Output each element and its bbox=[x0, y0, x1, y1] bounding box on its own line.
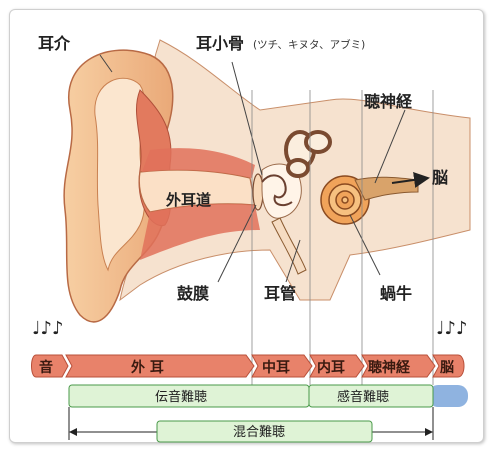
band-label-nerve: 聴神経 bbox=[368, 359, 411, 376]
sensorineural-blue-tail bbox=[428, 385, 468, 407]
band-label-sound: 音 bbox=[39, 359, 53, 376]
music-note-left: ♩♪♪ bbox=[32, 318, 63, 339]
sensorineural-loss-label: 感音難聴 bbox=[337, 389, 389, 405]
mixed-loss-label: 混合難聴 bbox=[233, 425, 285, 440]
label-auditory-nerve: 聴神経 bbox=[364, 92, 413, 111]
band-label-outer-ear: 外 耳 bbox=[131, 359, 164, 376]
label-eustachian-tube: 耳管 bbox=[264, 284, 296, 303]
band-label-brain: 脳 bbox=[440, 359, 454, 376]
label-ossicles: 耳小骨 bbox=[196, 34, 244, 53]
band-label-inner-ear: 内耳 bbox=[317, 359, 345, 376]
label-brain: 脳 bbox=[432, 168, 448, 187]
label-pinna: 耳介 bbox=[38, 34, 71, 53]
label-cochlea: 蝸牛 bbox=[380, 284, 412, 303]
label-eardrum: 鼓膜 bbox=[177, 284, 209, 303]
label-ear-canal: 外耳道 bbox=[165, 191, 211, 209]
label-ossicles-detail: (ツチ、キヌタ、アブミ) bbox=[253, 38, 365, 51]
conductive-loss-label: 伝音難聴 bbox=[155, 389, 207, 405]
music-note-right: ♩♪♪ bbox=[436, 318, 467, 339]
band-label-middle-ear: 中耳 bbox=[262, 359, 290, 376]
